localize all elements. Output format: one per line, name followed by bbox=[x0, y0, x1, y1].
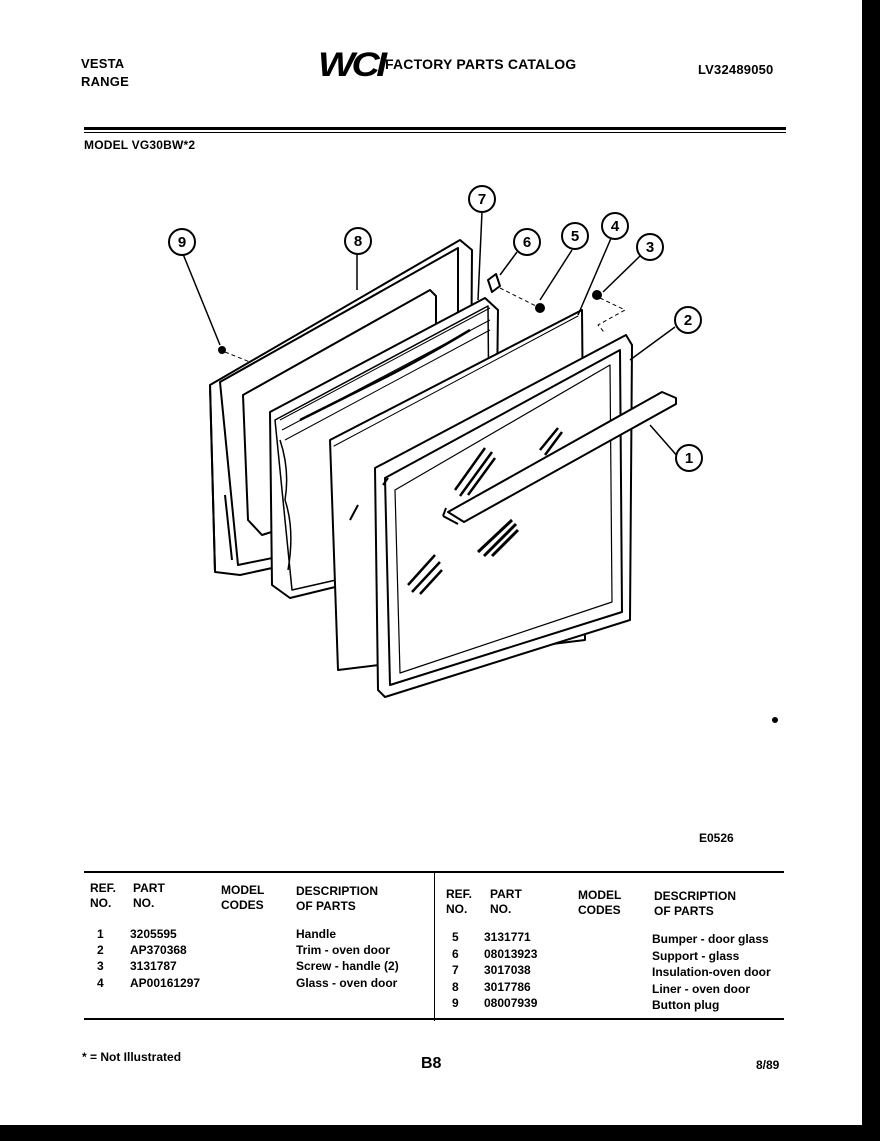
col-model-codes-right: MODEL CODES bbox=[578, 888, 622, 917]
row-desc: Support - glass bbox=[652, 949, 740, 963]
row-ref: 2 bbox=[97, 943, 104, 957]
col-ref-no: REF. NO. bbox=[90, 881, 117, 910]
callout-2: 2 bbox=[684, 312, 692, 329]
row-desc: Trim - oven door bbox=[296, 943, 391, 957]
header-rule-thin bbox=[84, 132, 786, 133]
model-label: MODEL VG30BW*2 bbox=[84, 138, 196, 152]
row-desc: Liner - oven door bbox=[652, 982, 751, 996]
row-ref: 1 bbox=[97, 927, 104, 941]
oven-door-exploded-diagram: 9 8 7 6 5 4 3 2 1 bbox=[168, 185, 778, 723]
callout-3: 3 bbox=[646, 239, 654, 256]
page-number: B8 bbox=[421, 1055, 442, 1072]
callout-5: 5 bbox=[571, 228, 579, 245]
footnote: * = Not Illustrated bbox=[82, 1050, 182, 1064]
row-desc: Button plug bbox=[652, 998, 720, 1012]
row-ref: 9 bbox=[452, 996, 459, 1010]
callout-4: 4 bbox=[611, 218, 620, 235]
row-part: AP00161297 bbox=[130, 976, 201, 990]
col-model-codes: MODEL CODES bbox=[221, 883, 265, 912]
wci-logo: WCI bbox=[318, 46, 387, 84]
row-part: 3205595 bbox=[130, 927, 177, 941]
callout-8: 8 bbox=[354, 233, 362, 250]
brand-line-2: RANGE bbox=[81, 74, 129, 89]
row-ref: 8 bbox=[452, 980, 459, 994]
catalog-page: VESTA RANGE WCI FACTORY PARTS CATALOG LV… bbox=[0, 0, 862, 1125]
row-part: 3131787 bbox=[130, 959, 177, 973]
row-desc: Handle bbox=[296, 927, 337, 941]
row-ref: 3 bbox=[97, 959, 104, 973]
row-desc: Screw - handle (2) bbox=[296, 959, 399, 973]
row-desc: Bumper - door glass bbox=[652, 932, 769, 946]
row-desc: Glass - oven door bbox=[296, 976, 398, 990]
table-top-rule bbox=[84, 871, 784, 873]
col-part-no: PART NO. bbox=[133, 881, 165, 910]
callout-7: 7 bbox=[478, 191, 486, 208]
col-description: DESCRIPTION OF PARTS bbox=[296, 884, 379, 913]
header-rule bbox=[84, 127, 786, 130]
callout-6: 6 bbox=[523, 234, 531, 251]
catalog-title: FACTORY PARTS CATALOG bbox=[385, 56, 577, 72]
catalog-date: 8/89 bbox=[756, 1058, 780, 1072]
row-part: 3131771 bbox=[484, 930, 531, 944]
col-description-right: DESCRIPTION OF PARTS bbox=[654, 889, 737, 918]
callout-9: 9 bbox=[178, 234, 186, 251]
col-ref-no-right: REF. NO. bbox=[446, 887, 473, 916]
row-part: 08007939 bbox=[484, 996, 538, 1010]
row-part: 3017038 bbox=[484, 963, 531, 977]
row-ref: 6 bbox=[452, 947, 459, 961]
row-part: 08013923 bbox=[484, 947, 538, 961]
row-ref: 7 bbox=[452, 963, 459, 977]
row-desc: Insulation-oven door bbox=[652, 965, 771, 979]
catalog-code: LV32489050 bbox=[698, 62, 774, 77]
row-part: 3017786 bbox=[484, 980, 531, 994]
col-part-no-right: PART NO. bbox=[490, 887, 522, 916]
brand-line-1: VESTA bbox=[81, 56, 125, 71]
callout-1: 1 bbox=[685, 450, 693, 467]
row-ref: 5 bbox=[452, 930, 459, 944]
row-part: AP370368 bbox=[130, 943, 187, 957]
figure-code: E0526 bbox=[699, 831, 734, 845]
table-divider bbox=[434, 873, 435, 1021]
row-ref: 4 bbox=[97, 976, 104, 990]
